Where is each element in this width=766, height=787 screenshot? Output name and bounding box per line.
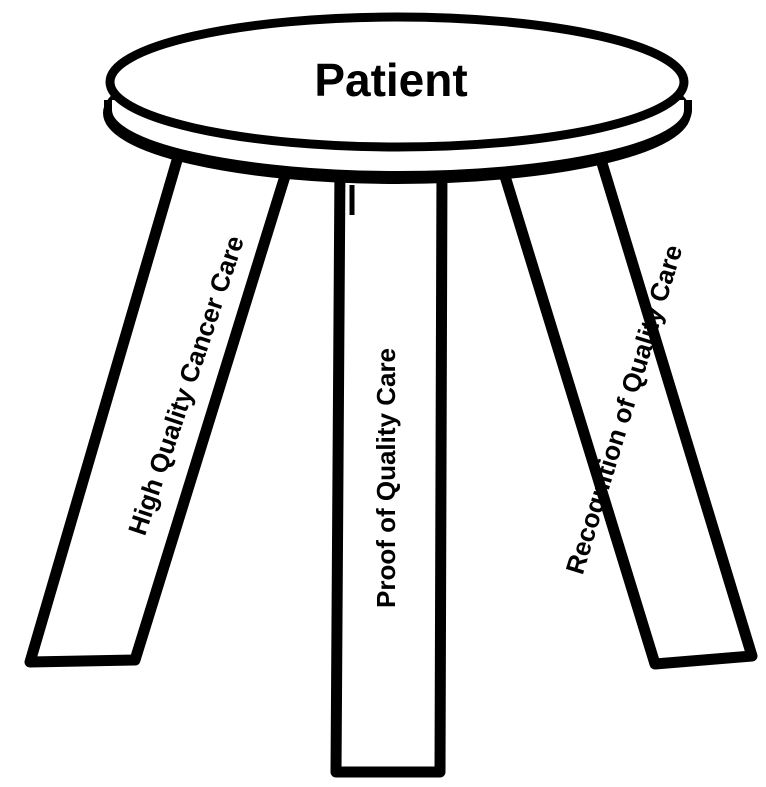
center-leg-label: Proof of Quality Care (371, 348, 401, 608)
center-leg: Proof of Quality Care (336, 165, 442, 772)
left-leg: High Quality Cancer Care (30, 150, 290, 662)
right-leg: Recognition of Quality Care (500, 150, 752, 664)
stool-seat: Patient (107, 17, 688, 180)
seat-label: Patient (314, 54, 467, 106)
